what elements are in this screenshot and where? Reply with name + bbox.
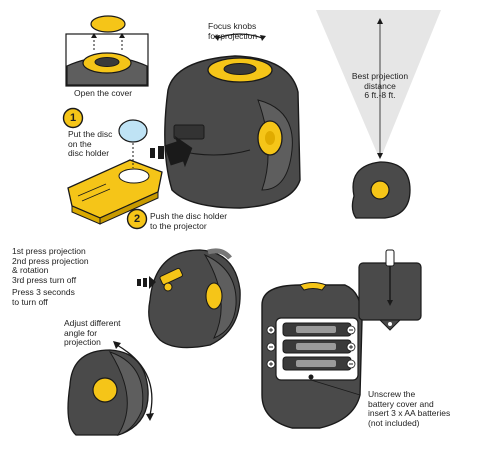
press-arrow (137, 276, 156, 289)
focus-rotate-arrow (217, 33, 263, 39)
open-cover-label: Open the cover (74, 88, 133, 98)
focus-knobs-label: Focus knobs for projection (208, 21, 258, 41)
push-arrow (150, 135, 193, 168)
adjust-angle-label: Adjust different angle for projection (64, 318, 121, 347)
step2-badge (126, 208, 148, 230)
angle-arrow (116, 344, 153, 416)
disc-holder (67, 159, 163, 225)
cover-inset (65, 15, 149, 87)
press-hold-label: Press 3 seconds to turn off (12, 287, 75, 307)
press-modes-label: 1st press projection 2nd press projectio… (12, 246, 89, 285)
arrowhead-down (377, 153, 383, 159)
step2-label: Push the disc holder to the projector (150, 211, 228, 231)
best-distance-label: Best projection distance 6 ft.-8 ft. (351, 71, 409, 100)
battery-instructions-label: Unscrew the battery cover and insert 3 x… (368, 389, 451, 428)
battery-callout-line (310, 379, 361, 396)
disc (118, 119, 148, 143)
step1-number: 1 (69, 112, 77, 124)
step1-label: Put the disc on the disc holder (68, 129, 113, 158)
projection-beam (316, 10, 441, 160)
main-projector (164, 55, 301, 209)
angle-arrowhead-bottom (146, 413, 154, 421)
arrowhead-up (377, 18, 383, 24)
step2-number: 2 (133, 213, 141, 225)
small-projector-right (351, 161, 411, 219)
button-projector (148, 248, 241, 349)
step1-badge (62, 107, 84, 129)
battery-unit (261, 282, 363, 429)
angle-arrowhead-top (113, 341, 121, 349)
arrowhead-left (214, 35, 220, 41)
screwdriver-icon (385, 249, 395, 306)
arrowhead-right (260, 35, 266, 41)
angle-projector (67, 349, 149, 436)
